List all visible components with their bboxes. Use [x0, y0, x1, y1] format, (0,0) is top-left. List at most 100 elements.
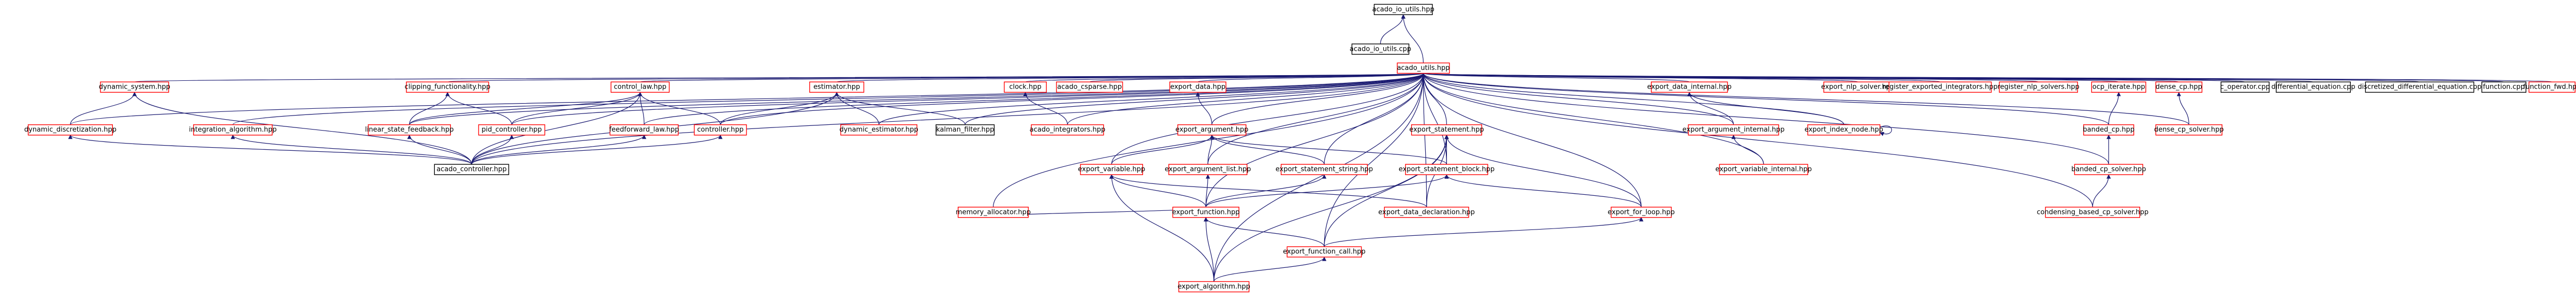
node-label: clipping_functionality.hpp	[405, 83, 491, 91]
node-box	[1004, 81, 1047, 93]
node-c-operator-cpp[interactable]: c_operator.cpp	[2220, 81, 2270, 93]
edge-acado_controller_hpp-to-dynamic_discretization_hpp	[68, 134, 472, 165]
node-export-for-loop-hpp[interactable]: export_for_loop.hpp	[1607, 207, 1675, 218]
edge-controller_hpp-to-acado_utils_hpp	[720, 73, 1426, 125]
edge-dynamic_discretization_hpp-to-dynamic_system_hpp	[70, 92, 137, 125]
node-acado-integrators-hpp[interactable]: acado_integrators.hpp	[1030, 124, 1105, 136]
node-acado-io-utils-cpp[interactable]: acado_io_utils.cpp	[1350, 44, 1411, 55]
node-export-statement-hpp[interactable]: export_statement.hpp	[1409, 124, 1484, 136]
edge-pid_controller_hpp-to-control_law_hpp	[511, 92, 642, 125]
edge-export_index_node_hpp-to-acado_utils_hpp	[1421, 73, 1845, 125]
node-dynamic-estimator-hpp[interactable]: dynamic_estimator.hpp	[840, 124, 918, 136]
node-box	[1999, 81, 2078, 93]
edge-export_function_call_hpp-to-export_function_hpp	[1204, 217, 1325, 247]
node-dense-cp-solver-hpp[interactable]: dense_cp_solver.hpp	[2154, 124, 2224, 136]
node-label: function_fwd.hpp	[2523, 83, 2576, 91]
node-export-data-hpp[interactable]: export_data.hpp	[1169, 81, 1226, 93]
edge-acado_controller_hpp-to-control_law_hpp	[471, 92, 642, 165]
edge-dynamic_estimator_hpp-to-acado_utils_hpp	[879, 73, 1426, 125]
node-banded-cp-hpp[interactable]: banded_cp.hpp	[2083, 124, 2134, 136]
node-acado-controller-hpp[interactable]: acado_controller.hpp	[434, 164, 509, 175]
edge-export_algorithm_hpp-to-export_function_call_hpp	[1213, 256, 1327, 282]
edge-dense_cp_solver_hpp-to-acado_utils_hpp	[1421, 73, 2189, 125]
node-discretized-differential-equation-cpp[interactable]: discretized_differential_equation.cpp	[2358, 81, 2482, 93]
node-acado-utils-hpp[interactable]: acado_utils.hpp	[1397, 62, 1450, 74]
node-box	[2528, 81, 2576, 93]
node-dynamic-system-hpp[interactable]: dynamic_system.hpp	[99, 81, 170, 93]
node-label: estimator.hpp	[813, 83, 860, 91]
node-pid-controller-hpp[interactable]: pid_controller.hpp	[478, 124, 546, 136]
node-box	[1177, 124, 1247, 136]
node-register-exported-integrators-hpp[interactable]: register_exported_integrators.hpp	[1883, 81, 1998, 93]
node-label: dense_cp.hpp	[2156, 83, 2202, 91]
node-label: export_argument_list.hpp	[1165, 166, 1251, 174]
edge-export_algorithm_hpp-to-export_statement_hpp	[1213, 134, 1449, 282]
edge-export_statement_string_hpp-to-export_argument_hpp	[1209, 134, 1325, 165]
node-banded-cp-solver-hpp[interactable]: banded_cp_solver.hpp	[2071, 164, 2146, 175]
node-dynamic-discretization-hpp[interactable]: dynamic_discretization.hpp	[24, 124, 116, 136]
node-register-nlp-solvers-hpp[interactable]: register_nlp_solvers.hpp	[1998, 81, 2080, 93]
node-controller-hpp[interactable]: controller.hpp	[694, 124, 747, 136]
node-box	[1056, 81, 1123, 93]
node-export-variable-internal-hpp[interactable]: export_variable_internal.hpp	[1716, 164, 1812, 175]
node-box	[368, 124, 451, 136]
node-label: control_law.hpp	[614, 83, 666, 91]
node-label: ocp_iterate.hpp	[2092, 83, 2145, 91]
node-box	[1280, 164, 1368, 175]
node-box	[2045, 207, 2141, 218]
node-integration-algorithm-hpp[interactable]: integration_algorithm.hpp	[189, 124, 277, 136]
node-clock-hpp[interactable]: clock.hpp	[1004, 81, 1047, 93]
edge-condensing_based_cp_solver_hpp-to-acado_utils_hpp	[1421, 73, 2093, 207]
node-export-algorithm-hpp[interactable]: export_algorithm.hpp	[1178, 281, 1250, 293]
node-export-statement-block-hpp[interactable]: export_statement_block.hpp	[1399, 164, 1495, 175]
node-memory-allocator-hpp[interactable]: memory_allocator.hpp	[956, 207, 1031, 218]
node-label: export_function.hpp	[1172, 208, 1240, 216]
node-estimator-hpp[interactable]: estimator.hpp	[809, 81, 865, 93]
node-export-nlp-solver-hpp[interactable]: export_nlp_solver.hpp	[1821, 81, 1895, 93]
node-function-cpp[interactable]: function.cpp	[2481, 81, 2527, 93]
node-export-data-internal-hpp[interactable]: export_data_internal.hpp	[1647, 81, 1732, 93]
edge-export_data_hpp-to-acado_utils_hpp	[1197, 73, 1426, 82]
node-clipping-functionality-hpp[interactable]: clipping_functionality.hpp	[405, 81, 491, 93]
node-export-function-hpp[interactable]: export_function.hpp	[1172, 207, 1240, 218]
edge-export_argument_hpp-to-acado_utils_hpp	[1211, 73, 1426, 125]
node-function-fwd-hpp[interactable]: function_fwd.hpp	[2523, 81, 2576, 93]
node-label: memory_allocator.hpp	[956, 208, 1031, 216]
node-ocp-iterate-hpp[interactable]: ocp_iterate.hpp	[2091, 81, 2146, 93]
node-box	[1172, 207, 1240, 218]
node-acado-csparse-hpp[interactable]: acado_csparse.hpp	[1056, 81, 1123, 93]
node-root[interactable]: acado_io_utils.hpp	[1372, 4, 1435, 16]
node-kalman-filter-hpp[interactable]: kalman_filter.hpp	[935, 124, 995, 136]
node-box	[1807, 124, 1881, 136]
node-condensing-based-cp-solver-hpp[interactable]: condensing_based_cp_solver.hpp	[2037, 207, 2148, 218]
node-label: acado_controller.hpp	[436, 166, 506, 174]
node-control-law-hpp[interactable]: control_law.hpp	[610, 81, 670, 93]
edge-export_for_loop_hpp-to-export_statement_block_hpp	[1444, 174, 1642, 207]
node-export-index-node-hpp[interactable]: export_index_node.hpp	[1805, 124, 1883, 136]
node-feedforward-law-hpp[interactable]: feedforward_law.hpp	[609, 124, 679, 136]
node-export-statement-string-hpp[interactable]: export_statement_string.hpp	[1276, 164, 1373, 175]
node-box	[2276, 81, 2351, 93]
node-label: dynamic_system.hpp	[99, 83, 170, 91]
node-label: export_argument.hpp	[1175, 126, 1248, 134]
node-label: c_operator.cpp	[2220, 83, 2270, 91]
node-export-argument-internal-hpp[interactable]: export_argument_internal.hpp	[1682, 124, 1784, 136]
edge-linear_state_feedback_hpp-to-clipping_functionality_hpp	[409, 92, 450, 125]
edge-acado_integrators_hpp-to-clock_hpp	[1023, 92, 1068, 125]
node-label: clock.hpp	[1009, 83, 1041, 91]
node-dense-cp-hpp[interactable]: dense_cp.hpp	[2155, 81, 2203, 93]
node-differential-equation-cpp[interactable]: differential_equation.cpp	[2272, 81, 2355, 93]
edge-feedforward_law_hpp-to-control_law_hpp	[638, 92, 645, 125]
node-export-argument-hpp[interactable]: export_argument.hpp	[1175, 124, 1249, 136]
node-linear-state-feedback-hpp[interactable]: linear_state_feedback.hpp	[365, 124, 453, 136]
node-label: register_exported_integrators.hpp	[1883, 83, 1998, 91]
node-box	[2481, 81, 2527, 93]
edge-acado_controller_hpp-to-dynamic_system_hpp	[132, 92, 472, 165]
node-label: acado_io_utils.hpp	[1372, 6, 1435, 13]
node-export-function-call-hpp[interactable]: export_function_call.hpp	[1283, 246, 1366, 257]
node-export-variable-hpp[interactable]: export_variable.hpp	[1078, 164, 1145, 175]
node-box	[809, 81, 865, 93]
node-export-argument-list-hpp[interactable]: export_argument_list.hpp	[1165, 164, 1251, 175]
node-export-data-declaration-hpp[interactable]: export_data_declaration.hpp	[1378, 207, 1475, 218]
